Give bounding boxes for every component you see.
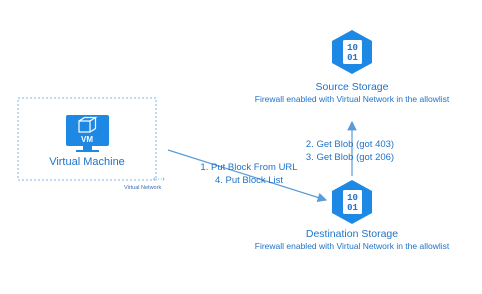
svg-text:‹···›: ‹···› — [153, 176, 165, 183]
source-storage-icon-text-2: 01 — [347, 53, 358, 63]
destination-storage-subtitle: Firewall enabled with Virtual Network in… — [254, 241, 450, 251]
source-storage-icon: 10 01 — [332, 30, 372, 74]
destination-storage-icon: 10 01 — [332, 180, 372, 224]
source-storage-title: Source Storage — [315, 81, 389, 93]
step-get-blob-403: 2. Get Blob (got 403) — [305, 139, 395, 150]
step-get-blob-206: 3. Get Blob (got 206) — [305, 152, 395, 163]
vnet-icon: ‹···› — [153, 176, 165, 183]
step-put-block-from-url: 1. Put Block From URL — [200, 162, 298, 173]
source-storage-subtitle: Firewall enabled with Virtual Network in… — [254, 94, 450, 104]
virtual-network-boundary — [17, 97, 157, 181]
destination-storage-icon-text-1: 10 — [347, 193, 358, 203]
virtual-network-label: Virtual Network — [124, 185, 162, 191]
source-storage-icon-text-1: 10 — [347, 43, 358, 53]
vm-tag: VM — [81, 135, 93, 144]
destination-storage-title: Destination Storage — [305, 228, 399, 240]
arrow-vm-to-destination — [167, 149, 328, 203]
virtual-machine-icon — [66, 115, 109, 152]
destination-storage-icon-text-2: 01 — [347, 203, 358, 213]
step-put-block-list: 4. Put Block List — [214, 175, 284, 186]
virtual-machine-title: Virtual Machine — [49, 156, 125, 168]
